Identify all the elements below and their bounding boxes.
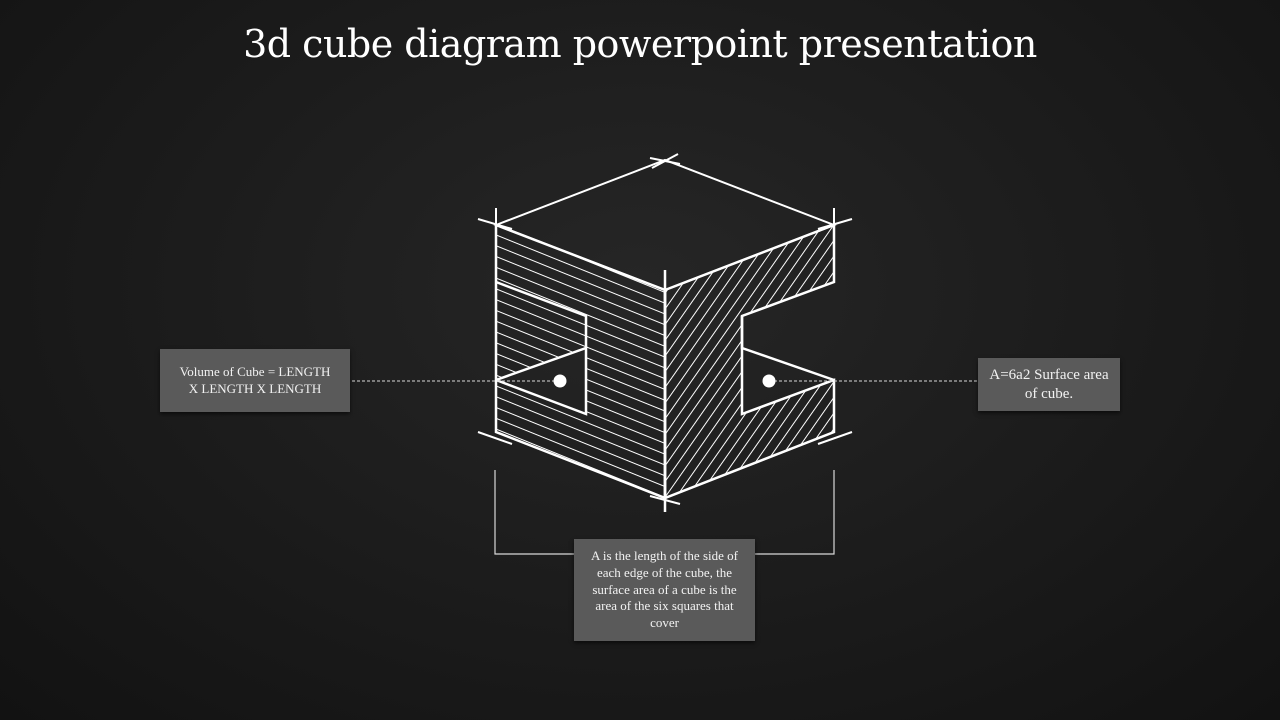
dimension-tick bbox=[817, 431, 853, 445]
dimension-tick bbox=[649, 495, 681, 505]
right-connector-dot bbox=[762, 374, 776, 388]
surface-area-callout: A=6a2 Surface area of cube. bbox=[978, 358, 1120, 411]
dimension-tick bbox=[651, 153, 679, 169]
bottom-bracket bbox=[494, 470, 835, 555]
right-face bbox=[663, 223, 836, 500]
left-face bbox=[494, 223, 667, 500]
slide-title: 3d cube diagram powerpoint presentation bbox=[243, 22, 1037, 66]
edge-length-callout: A is the length of the side of each edge… bbox=[574, 539, 755, 641]
surface-area-callout-text: A=6a2 Surface area of cube. bbox=[989, 366, 1109, 402]
dimension-tick bbox=[477, 431, 513, 445]
left-notch bbox=[495, 280, 588, 348]
volume-callout-text: Volume of Cube = LENGTH X LENGTH X LENGT… bbox=[179, 364, 331, 396]
volume-callout: Volume of Cube = LENGTH X LENGTH X LENGT… bbox=[160, 349, 350, 412]
edge-length-callout-text: A is the length of the side of each edge… bbox=[591, 548, 738, 630]
right-notch bbox=[740, 316, 835, 382]
left-connector-dot bbox=[553, 374, 567, 388]
